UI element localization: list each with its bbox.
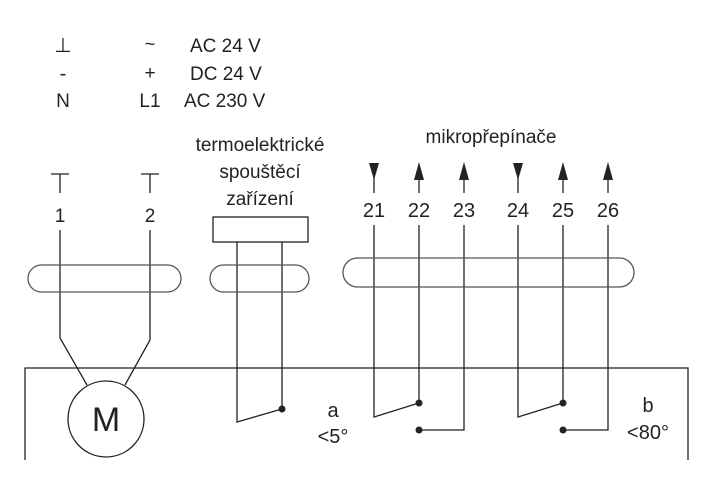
legend-left-1: - (60, 63, 67, 85)
switch-b-wiring (517, 225, 609, 434)
arrow-up-icon (459, 162, 469, 180)
contact-22: 22 (408, 162, 430, 222)
switch-contacts: 21 22 23 24 25 26 (363, 162, 619, 222)
actuator-housing (24, 367, 689, 460)
terminal-2-label: 2 (145, 206, 156, 227)
thermo-label-2: spouštěcí (219, 162, 301, 183)
legend-label-0: AC 24 V (190, 36, 261, 57)
switch-a-angle: <5° (318, 426, 349, 448)
contact-label: 26 (597, 200, 619, 222)
switch-a-wiring (373, 225, 465, 434)
cable-oval-thermo (209, 264, 310, 293)
contact-label: 22 (408, 200, 430, 222)
terminal-1-label: 1 (55, 206, 66, 227)
contact-label: 23 (453, 200, 475, 222)
legend-left-2: N (56, 91, 70, 112)
contact-21: 21 (363, 163, 385, 222)
terminal-1: 1 (51, 173, 88, 386)
contact-23: 23 (453, 162, 475, 222)
contact-label: 25 (552, 200, 574, 222)
arrow-up-icon (603, 162, 613, 180)
motor-label: M (92, 401, 120, 439)
legend-right-2: L1 (139, 91, 160, 112)
contact-label: 21 (363, 200, 385, 222)
legend-left-0: ⊥ (54, 35, 71, 57)
thermo-actuator: termoelektrické spouštěcí zařízení (196, 135, 325, 423)
terminal-2: 2 (124, 173, 159, 386)
legend: ⊥ ~ AC 24 V - + DC 24 V N L1 AC 230 V (54, 34, 265, 112)
thermo-label-1: termoelektrické (196, 135, 325, 156)
legend-right-0: ~ (145, 34, 156, 54)
legend-label-2: AC 230 V (184, 91, 266, 112)
motor: M (67, 380, 145, 458)
switch-b-label: b (642, 395, 653, 417)
legend-label-1: DC 24 V (190, 64, 262, 85)
thermo-box (212, 216, 309, 243)
contact-26: 26 (597, 162, 619, 222)
arrow-down-icon (513, 163, 523, 180)
switches-title: mikropřepínače (426, 127, 557, 148)
arrow-up-icon (558, 162, 568, 180)
cable-oval-motor (27, 264, 182, 293)
arrow-down-icon (369, 163, 379, 180)
contact-label: 24 (507, 200, 529, 222)
contact-25: 25 (552, 162, 574, 222)
switch-b-angle: <80° (627, 422, 669, 444)
cable-oval-switches (342, 257, 635, 288)
arrow-up-icon (414, 162, 424, 180)
contact-24: 24 (507, 163, 529, 222)
switch-a-label: a (327, 400, 339, 422)
thermo-label-3: zařízení (226, 189, 294, 210)
legend-right-1: + (144, 63, 155, 84)
